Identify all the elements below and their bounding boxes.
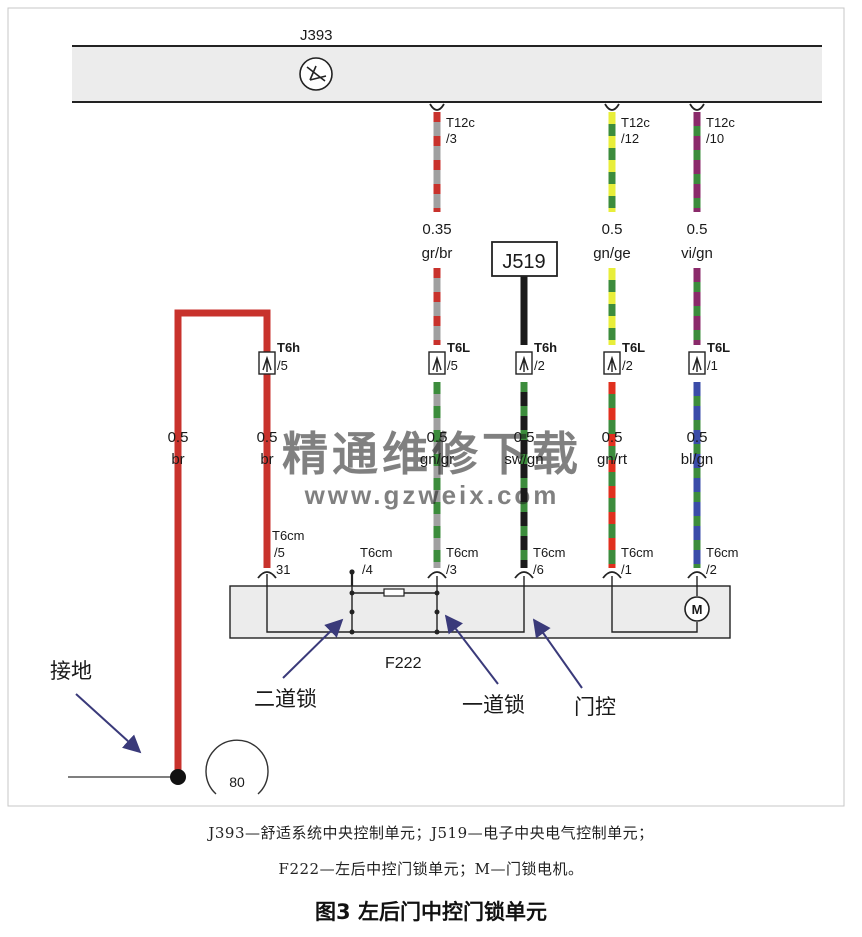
w5-conn-bot-name: T6cm [621,545,654,560]
j519-label: J519 [502,251,545,273]
w5-conn-top-pin: /2 [622,358,633,373]
ground-label: 接地 [50,659,92,683]
w4-conn-bot-pin: /6 [533,562,544,577]
w6-size: 0.5 [687,429,708,446]
w4-conn-bot-name: T6cm [533,545,566,560]
watermark: 精通维修下载 www.gzweix.com [282,427,582,510]
w6-conn-top-name: T6L [707,340,730,355]
door-label: 门控 [574,695,616,719]
w2-conn-bot-pin: /5 [274,545,285,560]
mid-connectors [258,351,706,375]
w2-conn-bot-extra: 31 [276,562,290,577]
w6-code: bl/gn [681,451,714,468]
pin4-name: T6cm [360,545,393,560]
w6-term-name: T12c [706,115,735,130]
w2-code: br [260,451,273,468]
w3-conn-top-name: T6L [447,340,470,355]
w5-code: gn/rt [597,451,628,468]
w5-size-top: 0.5 [602,221,623,238]
connector-icon [688,351,706,375]
caption-line-2: F222—左后中控门锁单元；M—门锁电机。 [278,860,584,878]
pin4-pin: /4 [362,562,373,577]
connector-icon [515,351,533,375]
w3-term-pin: /3 [446,131,457,146]
w6-term-pin: /10 [706,131,724,146]
w4-size: 0.5 [514,429,535,446]
lock1-label: 一道锁 [462,693,525,717]
ground-point [68,769,186,785]
w3-conn-bot-name: T6cm [446,545,479,560]
w6-conn-bot-name: T6cm [706,545,739,560]
w3-code-top: gr/br [422,245,453,262]
w3-code: gn/gr [420,451,454,468]
w1-code: br [171,451,184,468]
caption-line-1: J393—舒适系统中央控制单元；J519—电子中央电气控制单元； [208,824,654,842]
w5-conn-bot-pin: /1 [621,562,632,577]
comfort-bus-icon [299,57,333,91]
w3-size-top: 0.35 [422,221,451,238]
connector-icon [428,351,446,375]
page-badge: 80 [205,739,269,795]
w3-conn-bot-pin: /3 [446,562,457,577]
w3-term-name: T12c [446,115,475,130]
figure-title: 图3 左后门中控门锁单元 [315,900,547,924]
diagram-frame [7,7,845,807]
w6-code-top: vi/gn [681,245,713,262]
w2-conn-bot-name: T6cm [272,528,305,543]
w1-size: 0.5 [168,429,189,446]
svg-text:M: M [692,602,703,617]
w3-conn-top-pin: /5 [447,358,458,373]
connector-icon [603,351,621,375]
wiring-diagram: J393 [7,7,845,807]
w5-conn-top-name: T6L [622,340,645,355]
annotation-arrows [75,614,583,754]
w4-code: sw/gn [504,451,543,468]
w4-conn-top-pin: /2 [534,358,545,373]
w4-conn-top-name: T6h [534,340,557,355]
w2-size: 0.5 [257,429,278,446]
t12c-terminals [429,103,705,111]
w2-conn-top-pin: /5 [277,358,288,373]
watermark-url: www.gzweix.com [304,480,560,510]
watermark-cn: 精通维修下载 [282,427,582,481]
j519-box: J519 [491,241,558,277]
w6-size-top: 0.5 [687,221,708,238]
motor-icon: M [684,596,710,622]
j393-bus: J393 [72,27,822,103]
w6-conn-top-pin: /1 [707,358,718,373]
w5-size: 0.5 [602,429,623,446]
badge-text: 80 [229,774,245,790]
connector-icon [258,351,276,375]
w5-term-pin: /12 [621,131,639,146]
j393-label: J393 [300,27,333,44]
w5-term-name: T12c [621,115,650,130]
w6-conn-bot-pin: /2 [706,562,717,577]
w2-conn-top-name: T6h [277,340,300,355]
w5-code-top: gn/ge [593,245,631,262]
w3-size: 0.5 [427,429,448,446]
f222-label: F222 [385,655,422,672]
lock2-label: 二道锁 [254,687,317,711]
f222-unit: M [229,569,731,639]
